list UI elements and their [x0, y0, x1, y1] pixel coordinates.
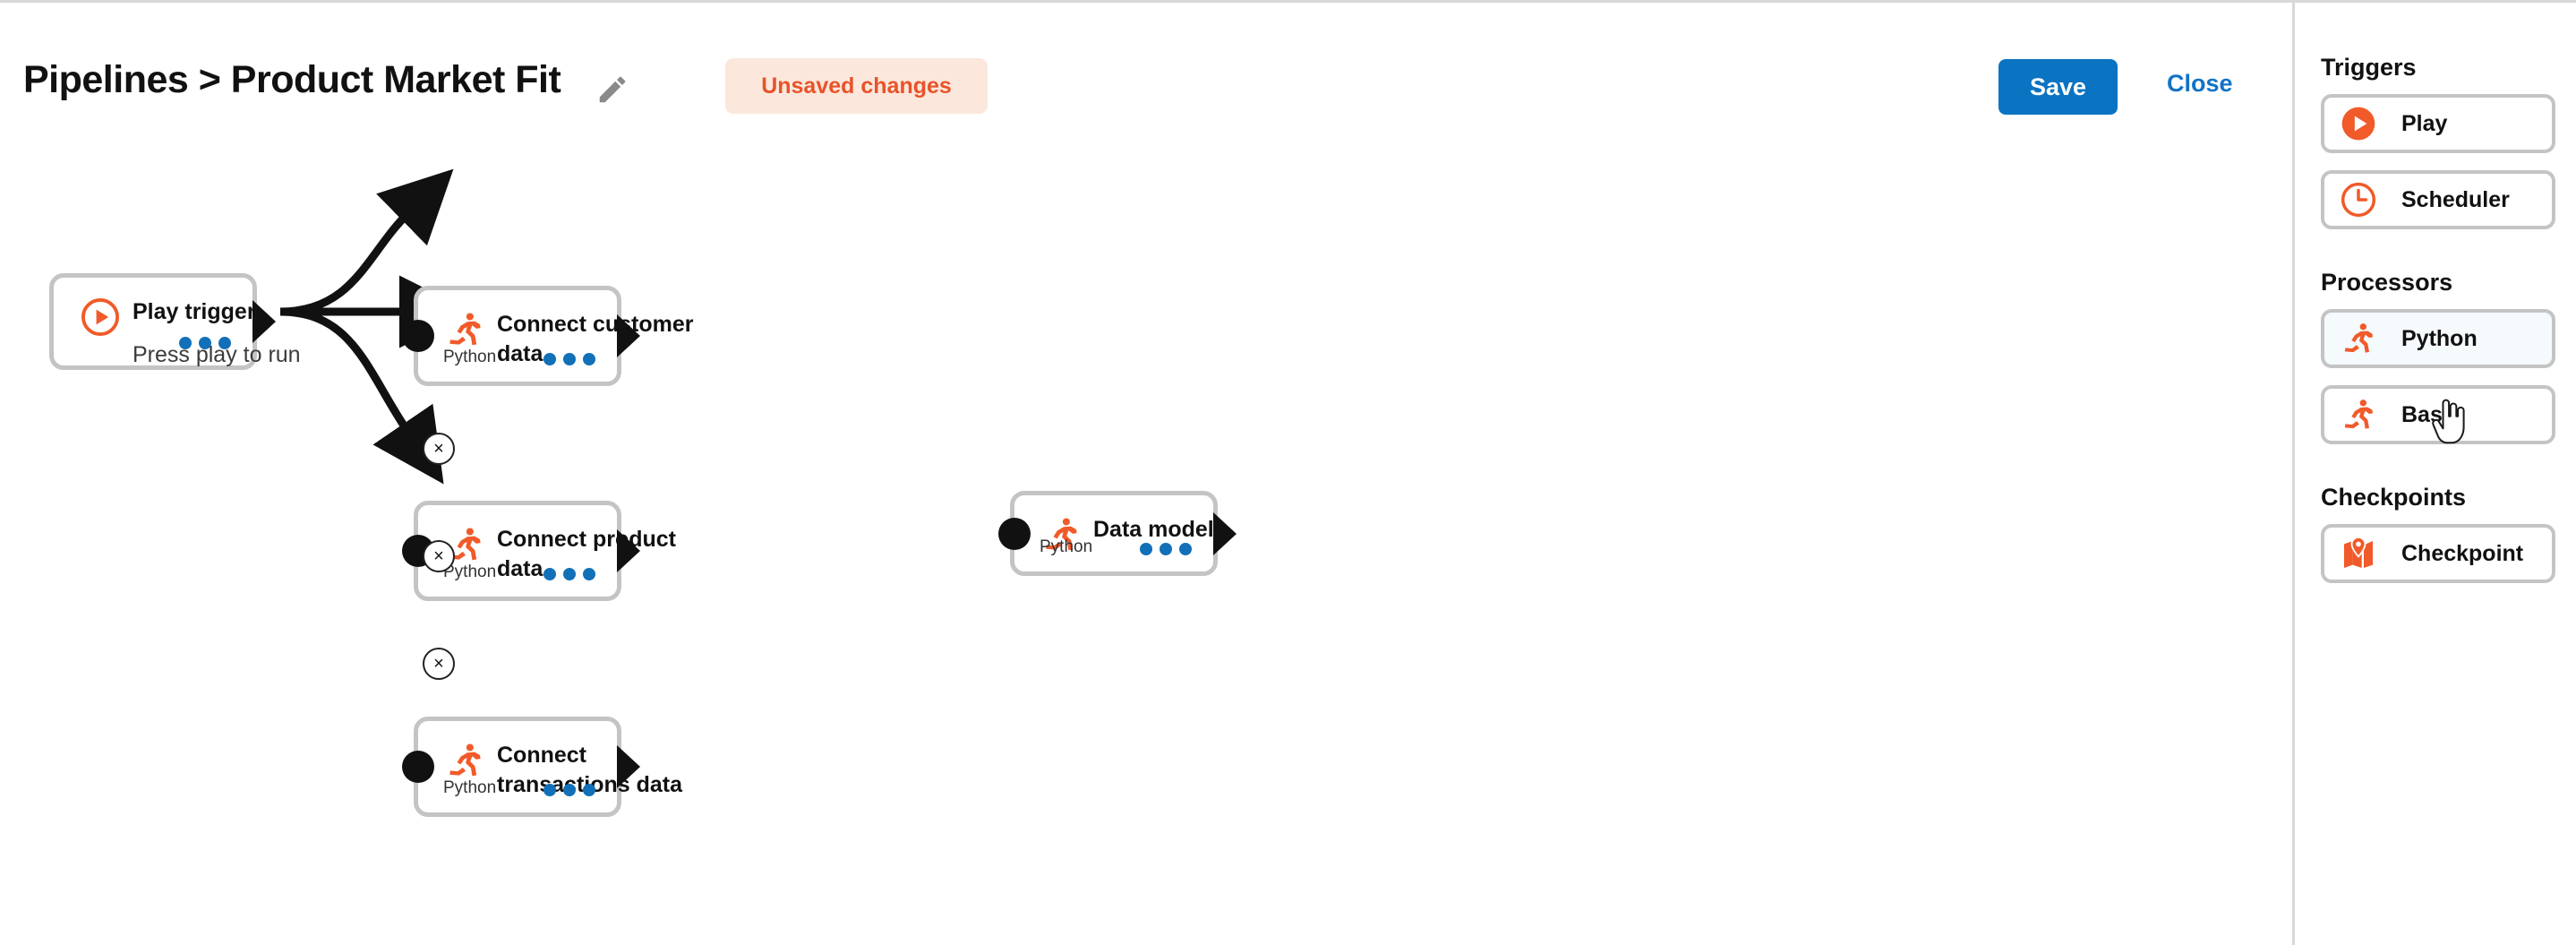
palette-item-checkpoint[interactable]: Checkpoint [2321, 524, 2555, 583]
palette-item-play[interactable]: Play [2321, 94, 2555, 153]
edge-delete-edge-to-customer[interactable]: × [423, 433, 455, 465]
node-input-port[interactable] [998, 517, 1031, 550]
node-title: Connect transactions data [497, 743, 683, 797]
map-pin-icon [2341, 536, 2376, 571]
pencil-icon[interactable] [595, 73, 629, 107]
bash-runner-icon [2341, 397, 2376, 433]
python-runner-icon [445, 741, 484, 780]
sidebar-heading-processors: Processors [2321, 269, 2453, 296]
node-subtitle: Press play to run [133, 342, 301, 367]
node-output-port[interactable] [617, 745, 640, 788]
status-badge: Unsaved changes [725, 58, 988, 114]
node-title: Play trigger [133, 299, 256, 324]
node-menu-button[interactable] [543, 353, 595, 365]
palette-item-python[interactable]: Python [2321, 309, 2555, 368]
edge-delete-edge-to-transactions[interactable]: × [423, 648, 455, 680]
node-language-label: Python [443, 563, 497, 581]
node-input-port[interactable] [402, 751, 434, 783]
node-output-port[interactable] [252, 300, 276, 343]
edge-path-transactions [279, 307, 444, 485]
python-runner-icon [2341, 321, 2376, 357]
palette-item-label: Python [2401, 325, 2478, 351]
play-circle-outline-icon [2341, 106, 2376, 142]
palette-item-label: Checkpoint [2401, 540, 2524, 566]
node-title: Connect product data [497, 527, 676, 581]
clock-icon [2341, 182, 2376, 218]
node-title: Connect customer data [497, 312, 694, 366]
node-menu-button[interactable] [1140, 543, 1192, 555]
node-output-port[interactable] [617, 529, 640, 572]
palette-item-label: Scheduler [2401, 186, 2510, 212]
node-title: Data model [1093, 517, 1214, 542]
node-menu-button[interactable] [179, 337, 231, 349]
palette-item-label: Bash [2401, 401, 2457, 427]
page-title: Pipelines > Product Market Fit [23, 58, 561, 101]
node-output-port[interactable] [1213, 511, 1237, 555]
python-runner-icon [1041, 515, 1081, 554]
node-language-label: Python [1040, 537, 1093, 556]
python-runner-icon [445, 310, 484, 349]
palette-item-scheduler[interactable]: Scheduler [2321, 170, 2555, 229]
node-language-label: Python [443, 348, 497, 366]
play-circle-icon [81, 297, 120, 337]
palette-item-label: Play [2401, 110, 2448, 136]
close-button[interactable]: Close [2167, 70, 2233, 97]
sidebar-heading-checkpoints: Checkpoints [2321, 484, 2467, 511]
node-menu-button[interactable] [543, 568, 595, 580]
palette-item-bash[interactable]: Bash [2321, 385, 2555, 444]
node-menu-button[interactable] [543, 784, 595, 796]
header-bar: Pipelines > Product Market Fit Unsaved c… [0, 3, 2292, 137]
node-output-port[interactable] [617, 314, 640, 357]
node-input-port[interactable] [402, 320, 434, 352]
save-button[interactable]: Save [1998, 59, 2118, 115]
node-language-label: Python [443, 778, 497, 797]
edge-delete-edge-to-product[interactable]: × [423, 540, 455, 572]
sidebar-heading-triggers: Triggers [2321, 54, 2417, 81]
